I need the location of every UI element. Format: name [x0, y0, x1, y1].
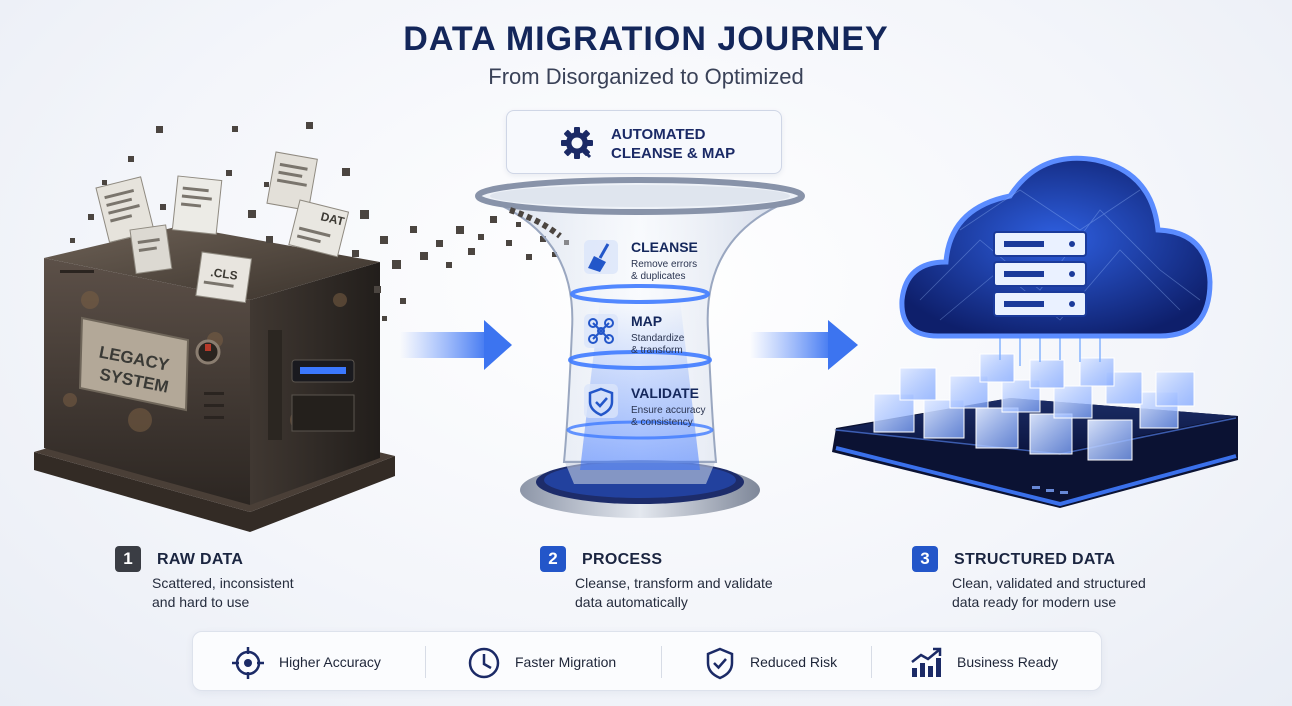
- stage-validate-title: VALIDATE: [631, 385, 699, 401]
- arrow-process-to-structured: [750, 320, 858, 370]
- badge-line-2: CLEANSE & MAP: [611, 145, 736, 162]
- shield-check-icon: [706, 647, 734, 680]
- benefit-divider: [871, 646, 872, 678]
- network-icon: [584, 314, 618, 348]
- shield-check-icon: [584, 384, 618, 418]
- benefit-label: Reduced Risk: [750, 654, 838, 670]
- scattered-documents: [95, 151, 350, 304]
- step-title: PROCESS: [582, 551, 663, 568]
- page-title: DATA MIGRATION JOURNEY: [403, 20, 889, 58]
- target-icon: [232, 647, 264, 679]
- gear-icon: [561, 127, 593, 159]
- stage-cleanse-title: CLEANSE: [631, 239, 698, 255]
- server-icon: [993, 231, 1087, 317]
- broom-icon: [584, 240, 618, 274]
- step-title: RAW DATA: [157, 551, 244, 568]
- step-description-line-2: data automatically: [575, 594, 688, 610]
- page-subtitle: From Disorganized to Optimized: [488, 64, 804, 89]
- legacy-system-box: [34, 226, 395, 532]
- step-number: 3: [912, 546, 938, 572]
- step-description-line-1: Scattered, inconsistent: [152, 575, 294, 591]
- stage-map-desc-1: Standardize: [631, 333, 685, 344]
- stage-validate-desc-2: & consistency: [631, 417, 693, 428]
- benefit-label: Business Ready: [957, 654, 1059, 670]
- benefit-label: Higher Accuracy: [279, 654, 381, 670]
- step-description-line-2: and hard to use: [152, 594, 250, 610]
- clock-icon: [468, 647, 500, 679]
- stage-map-title: MAP: [631, 313, 662, 329]
- badge-line-1: AUTOMATED: [611, 126, 706, 143]
- stage-cleanse-desc-1: Remove errors: [631, 259, 697, 270]
- automation-badge: AUTOMATED CLEANSE & MAP: [506, 110, 782, 174]
- step-number: 1: [115, 546, 141, 572]
- stage-validate-desc-1: Ensure accuracy: [631, 405, 705, 416]
- step-title: STRUCTURED DATA: [954, 551, 1116, 568]
- stage-cleanse-desc-2: & duplicates: [631, 271, 685, 282]
- paper-label-cls: .CLS: [210, 265, 239, 283]
- step-description-line-2: data ready for modern use: [952, 594, 1117, 610]
- data-debris-particles: [70, 122, 569, 321]
- benefit-divider: [661, 646, 662, 678]
- step-description-line-1: Cleanse, transform and validate: [575, 575, 773, 591]
- data-cubes: [873, 353, 1195, 461]
- step-description-line-1: Clean, validated and structured: [952, 575, 1146, 591]
- benefit-label: Faster Migration: [515, 654, 617, 670]
- growth-chart-icon: [911, 647, 942, 677]
- benefits-bar: Higher Accuracy Faster Migration Reduced…: [192, 631, 1102, 691]
- stage-map-desc-2: & transform: [631, 345, 683, 356]
- step-number: 2: [540, 546, 566, 572]
- benefit-divider: [425, 646, 426, 678]
- paper-label-dat: DAT: [319, 209, 346, 228]
- arrow-raw-to-process: [400, 320, 512, 370]
